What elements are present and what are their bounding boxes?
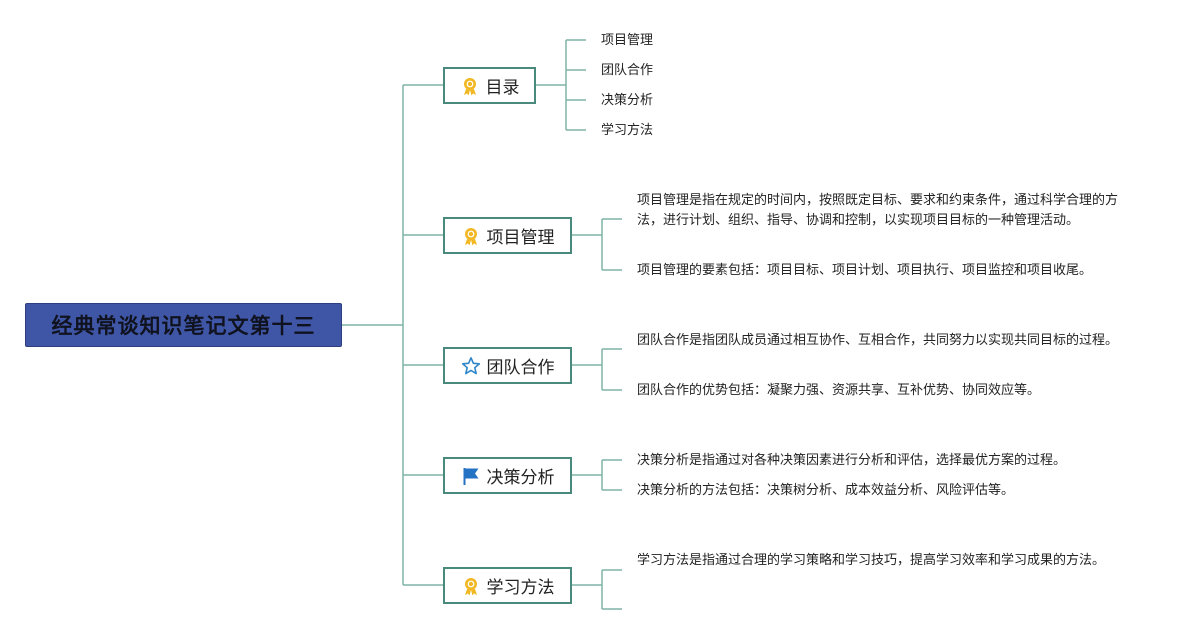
- branch-label: 学习方法: [486, 578, 555, 598]
- note-paragraph[interactable]: 团队合作的优势包括：凝聚力强、资源共享、互补优势、协同效应等。: [637, 383, 1041, 398]
- branch-teamwork[interactable]: 团队合作: [443, 347, 572, 384]
- branch-label: 决策分析: [486, 468, 555, 488]
- branch-label: 团队合作: [486, 358, 555, 378]
- note-paragraph[interactable]: 项目管理的要素包括：项目目标、项目计划、项目执行、项目监控和项目收尾。: [637, 263, 1093, 278]
- toc-item[interactable]: 学习方法: [601, 123, 654, 138]
- branch-label: 目录: [485, 78, 520, 98]
- note-paragraph[interactable]: 项目管理是指在规定的时间内，按照既定目标、要求和约束条件，通过科学合理的方法，进…: [637, 193, 1119, 228]
- branch-toc[interactable]: 目录: [443, 67, 536, 104]
- note-paragraph[interactable]: 决策分析是指通过对各种决策因素进行分析和评估，选择最优方案的过程。: [637, 453, 1067, 468]
- branch-learning-methods[interactable]: 学习方法: [443, 567, 572, 604]
- toc-item[interactable]: 团队合作: [601, 63, 654, 78]
- award-ribbon-icon: [461, 576, 481, 596]
- award-ribbon-icon: [461, 226, 481, 246]
- note-paragraph[interactable]: 学习方法是指通过合理的学习策略和学习技巧，提高学习效率和学习成果的方法。: [637, 553, 1106, 568]
- star-outline-icon: [461, 356, 481, 376]
- note-paragraph[interactable]: 团队合作是指团队成员通过相互协作、互相合作，共同努力以实现共同目标的过程。: [637, 333, 1119, 348]
- root-topic[interactable]: 经典常谈知识笔记文第十三: [25, 303, 342, 347]
- toc-item[interactable]: 决策分析: [601, 93, 654, 108]
- branch-project-management[interactable]: 项目管理: [443, 217, 572, 254]
- root-title: 经典常谈知识笔记文第十三: [51, 314, 316, 338]
- flag-icon: [461, 466, 481, 486]
- branch-decision-analysis[interactable]: 决策分析: [443, 457, 572, 494]
- toc-item[interactable]: 项目管理: [601, 33, 654, 48]
- note-paragraph[interactable]: 决策分析的方法包括：决策树分析、成本效益分析、风险评估等。: [637, 483, 1015, 498]
- branch-label: 项目管理: [486, 228, 555, 248]
- award-ribbon-icon: [460, 76, 480, 96]
